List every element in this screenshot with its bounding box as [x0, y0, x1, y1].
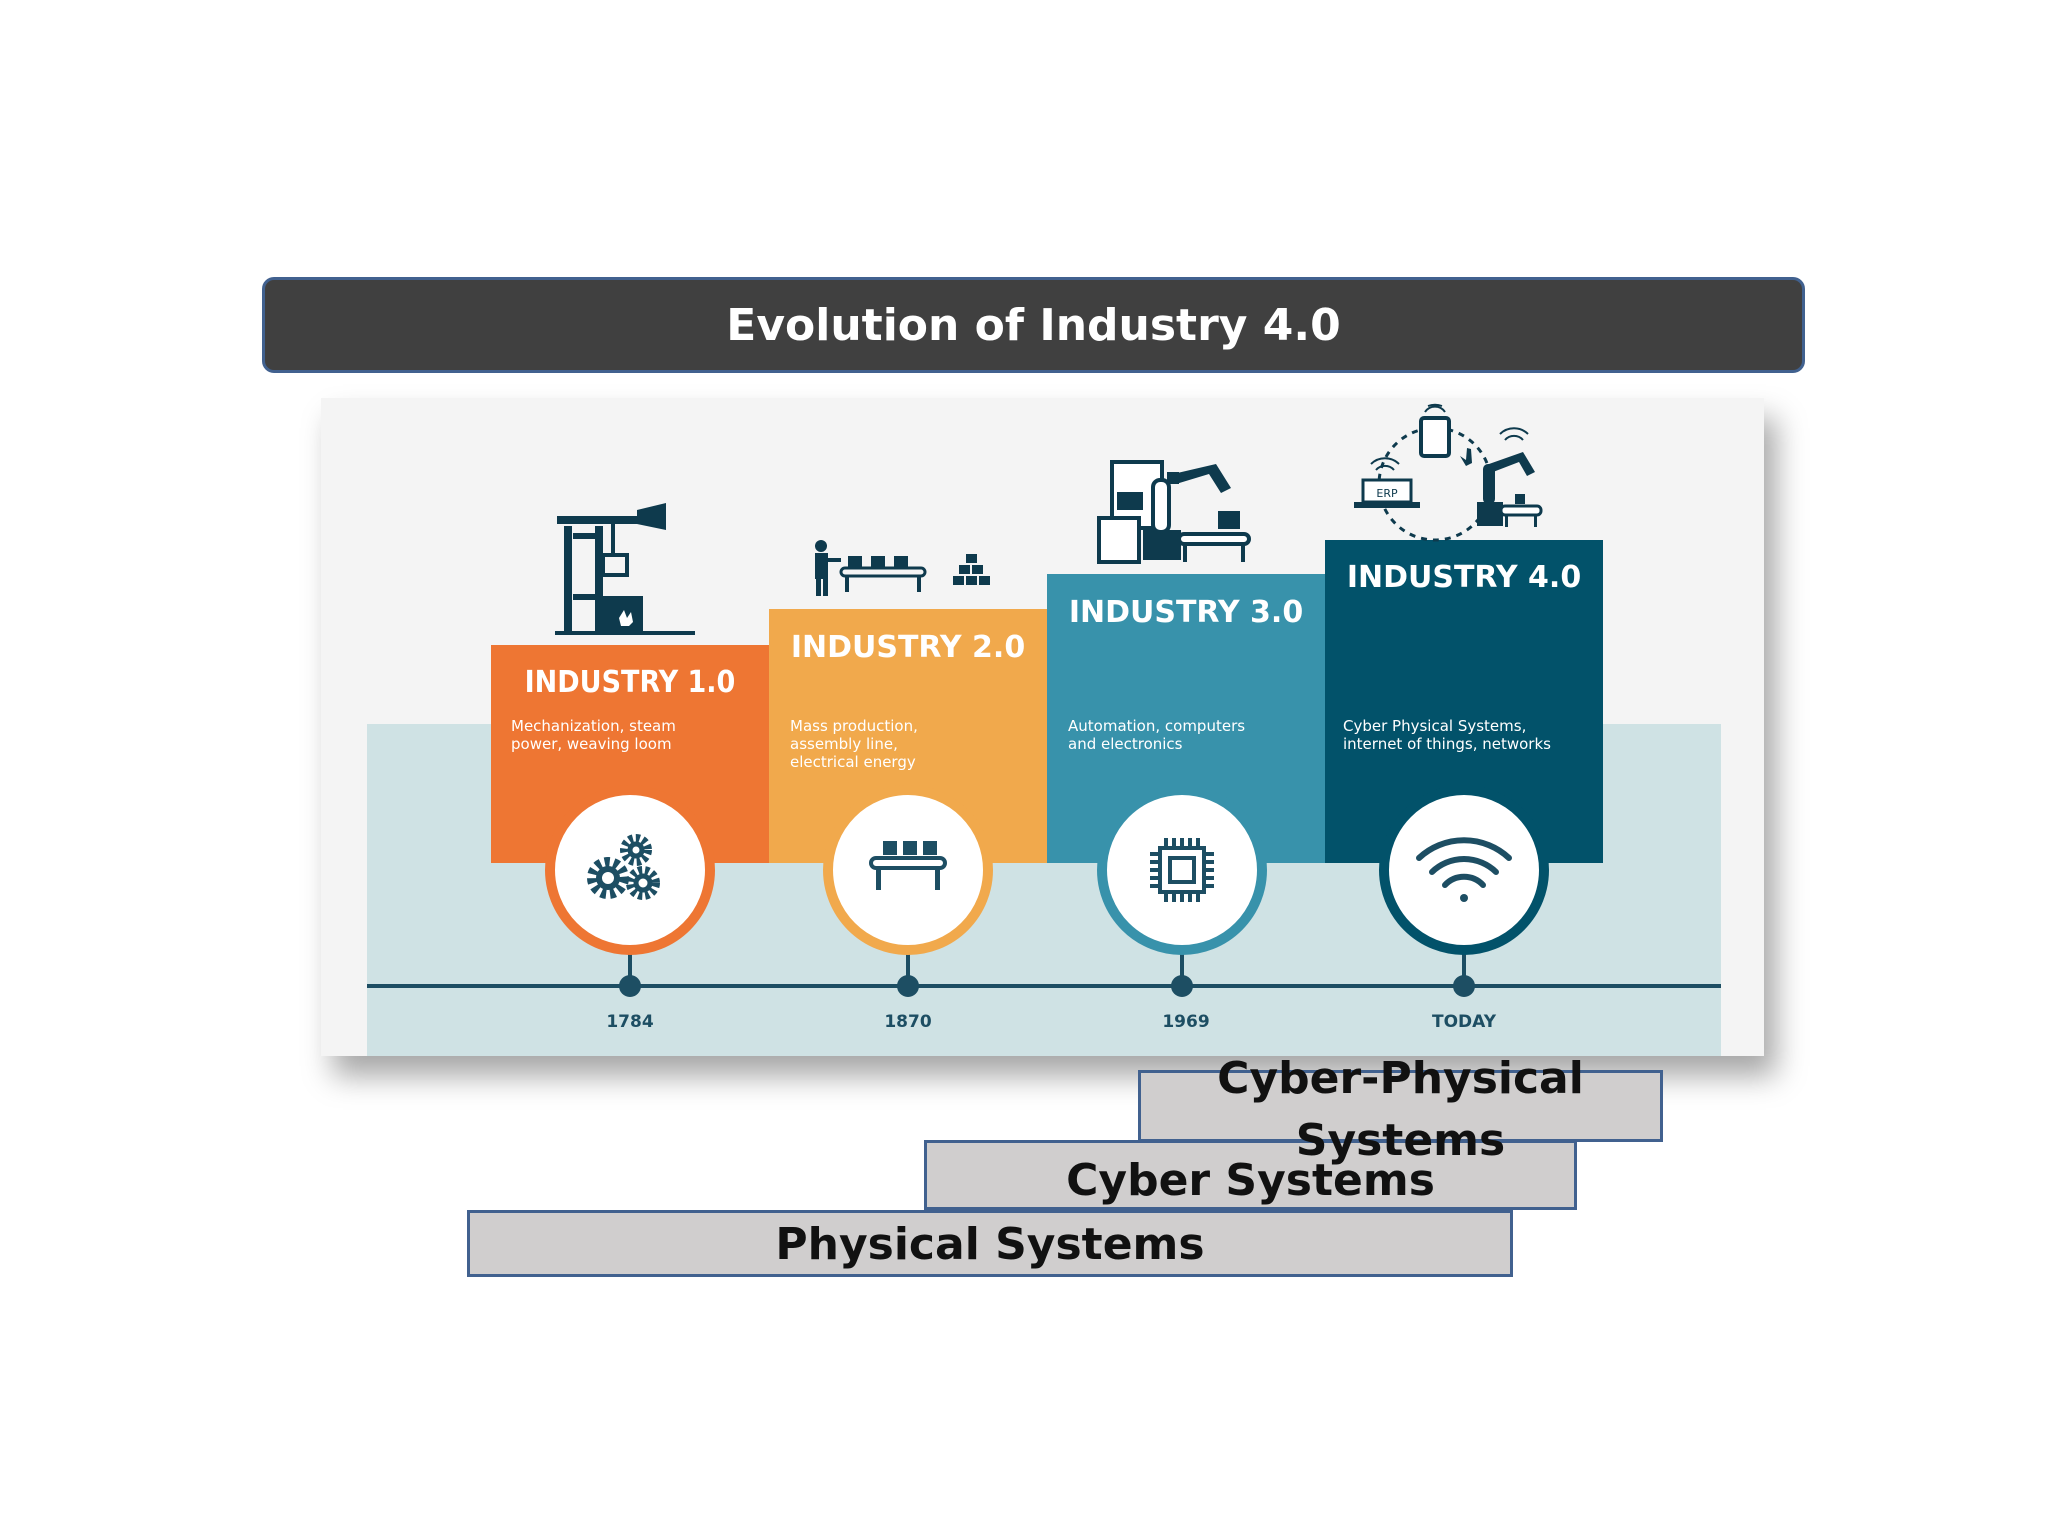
assembly-line-illustration [815, 540, 990, 596]
industry-evolution-figure: INDUSTRY 1.0 INDUSTRY 2.0 INDUSTRY 3.0 I… [321, 398, 1764, 1056]
stage-heading-3: INDUSTRY 3.0 [1069, 595, 1303, 630]
icon-ring-1 [545, 785, 715, 955]
stage-desc-1-line-2: power, weaving loom [511, 735, 672, 753]
erp-label: ERP [1376, 487, 1398, 500]
stage-heading-2: INDUSTRY 2.0 [791, 630, 1025, 665]
timeline-year-3: 1969 [1162, 1012, 1209, 1032]
stair-cyber [924, 1140, 1577, 1210]
page-title: Evolution of Industry 4.0 [726, 299, 1341, 351]
robot-arm-illustration [1097, 460, 1251, 564]
icon-ring-3 [1097, 785, 1267, 955]
gears-icon [587, 834, 660, 900]
stage-heading-1: INDUSTRY 1.0 [525, 665, 736, 700]
chip-icon [1150, 838, 1214, 902]
stair-label-physical: Physical Systems [775, 1219, 1205, 1270]
icon-ring-4 [1379, 785, 1549, 955]
timeline-dot-1 [619, 975, 641, 997]
industry-diagram: INDUSTRY 1.0 INDUSTRY 2.0 INDUSTRY 3.0 I… [367, 403, 1721, 1056]
stair-label-cyber: Cyber Systems [1066, 1155, 1435, 1206]
stair-physical [467, 1210, 1513, 1277]
timeline-year-2: 1870 [884, 1012, 931, 1032]
stage-desc-3-line-1: Automation, computers [1068, 717, 1245, 735]
timeline-year-1: 1784 [606, 1012, 653, 1032]
wifi-icon [1416, 837, 1512, 902]
conveyor-icon [869, 841, 947, 890]
stage-desc-1-line-1: Mechanization, steam [511, 717, 676, 735]
connected-factory-illustration: ERP [1354, 403, 1543, 542]
steam-engine-illustration [555, 503, 695, 635]
stage-heading-4: INDUSTRY 4.0 [1347, 560, 1581, 595]
stage-desc-2-line-1: Mass production, [790, 717, 918, 735]
stage-desc-4-line-1: Cyber Physical Systems, [1343, 717, 1526, 735]
timeline-year-4: TODAY [1432, 1012, 1497, 1032]
stage-desc-3-line-2: and electronics [1068, 735, 1183, 753]
timeline-dot-3 [1171, 975, 1193, 997]
stair-label-cyber-physical-line-2: Systems [1295, 1115, 1506, 1166]
timeline-dot-2 [897, 975, 919, 997]
stair-label-cyber-physical-line-1: Cyber-Physical [1217, 1053, 1584, 1104]
stage-desc-4-line-2: internet of things, networks [1343, 735, 1551, 753]
title-bar: Evolution of Industry 4.0 [262, 277, 1805, 373]
stage-desc-2-line-2: assembly line, [790, 735, 898, 753]
stage-desc-2-line-3: electrical energy [790, 753, 916, 771]
timeline-dot-4 [1453, 975, 1475, 997]
stair-cyber-physical [1138, 1070, 1663, 1142]
